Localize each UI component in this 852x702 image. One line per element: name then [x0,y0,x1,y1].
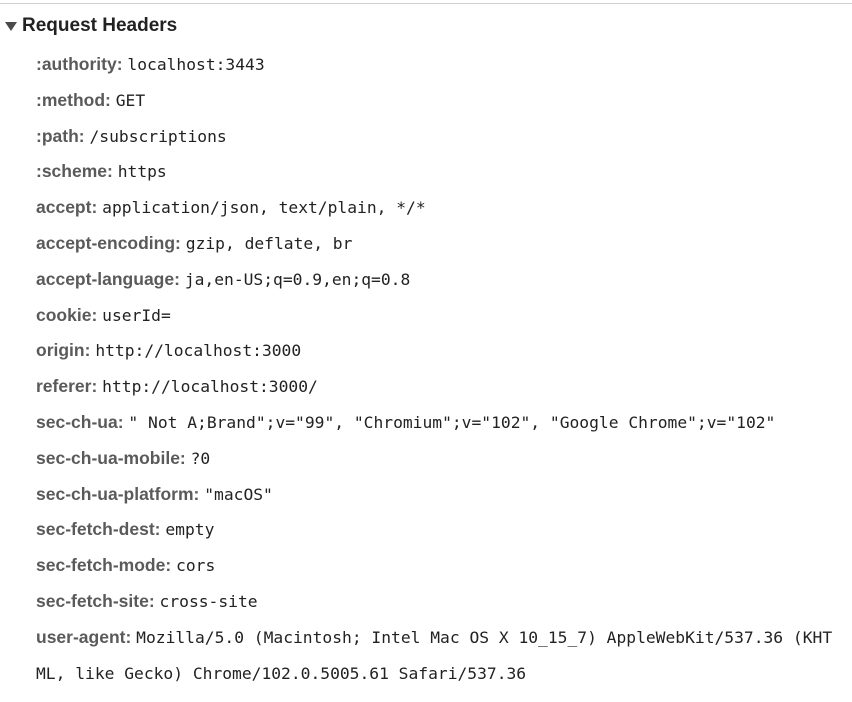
header-value[interactable]: empty [165,520,215,540]
header-row-sec-fetch-mode: sec-fetch-mode: cors [36,548,836,584]
header-value[interactable]: /subscriptions [89,126,227,146]
header-value[interactable]: cors [176,556,216,576]
header-value[interactable]: " Not A;Brand";v="99", "Chromium";v="102… [128,412,776,432]
header-name: :authority: [36,54,123,74]
header-name: sec-ch-ua: [36,411,124,432]
header-value[interactable]: ja,en-US;q=0.9,en;q=0.8 [184,269,411,289]
triangle-down-icon [5,22,17,31]
header-name: :path: [36,125,85,146]
header-row-referer: referer: http://localhost:3000/ [36,369,836,405]
header-row-accept: accept: application/json, text/plain, */… [36,190,836,226]
header-name: accept-language: [36,268,180,289]
header-row-user-agent: user-agent: Mozilla/5.0 (Macintosh; Inte… [36,620,836,692]
header-value[interactable]: userId= [102,305,171,325]
header-name: sec-fetch-site: [36,590,155,611]
header-row-sec-fetch-site: sec-fetch-site: cross-site [36,584,836,620]
header-name: origin: [36,340,91,361]
request-headers-toggle[interactable]: Request Headers [5,12,177,40]
header-value[interactable]: application/json, text/plain, */* [102,198,426,218]
top-divider [0,3,852,4]
header-name: sec-fetch-mode: [36,555,172,576]
header-value[interactable]: Mozilla/5.0 (Macintosh; Intel Mac OS X 1… [36,627,833,683]
header-value[interactable]: http://localhost:3000/ [102,377,318,397]
header-row-scheme: :scheme: https [36,154,836,190]
header-row-origin: origin: http://localhost:3000 [36,333,836,369]
header-value[interactable]: https [117,162,167,182]
header-name: referer: [36,376,98,397]
header-name: sec-ch-ua-mobile: [36,447,186,468]
header-value[interactable]: ?0 [190,448,211,468]
header-row-accept-encoding: accept-encoding: gzip, deflate, br [36,226,836,262]
header-name: sec-fetch-dest: [36,519,161,540]
header-name: user-agent: [36,626,132,647]
header-value[interactable]: cross-site [159,591,258,611]
header-row-authority: :authority: localhost:3443 [36,47,836,83]
header-list: :authority: localhost:3443 :method: GET … [36,47,836,691]
header-name: :scheme: [36,161,113,182]
header-name: sec-ch-ua-platform: [36,483,200,504]
header-name: accept-encoding: [36,232,181,253]
header-name: :method: [36,89,111,110]
header-value[interactable]: "macOS" [204,484,273,504]
header-row-method: :method: GET [36,83,836,119]
header-value[interactable]: gzip, deflate, br [185,233,353,253]
header-value[interactable]: GET [115,90,146,110]
header-name: accept: [36,197,98,218]
header-value[interactable]: localhost:3443 [127,55,265,74]
section-title: Request Headers [22,15,178,36]
header-row-path: :path: /subscriptions [36,119,836,155]
header-row-sec-ch-ua: sec-ch-ua: " Not A;Brand";v="99", "Chrom… [36,405,836,441]
header-row-cookie: cookie: userId= [36,298,836,334]
header-row-sec-ch-ua-platform: sec-ch-ua-platform: "macOS" [36,477,836,513]
header-row-accept-language: accept-language: ja,en-US;q=0.9,en;q=0.8 [36,262,836,298]
header-row-sec-ch-ua-mobile: sec-ch-ua-mobile: ?0 [36,441,836,477]
header-name: cookie: [36,304,98,325]
header-value[interactable]: http://localhost:3000 [95,341,302,361]
header-row-sec-fetch-dest: sec-fetch-dest: empty [36,512,836,548]
